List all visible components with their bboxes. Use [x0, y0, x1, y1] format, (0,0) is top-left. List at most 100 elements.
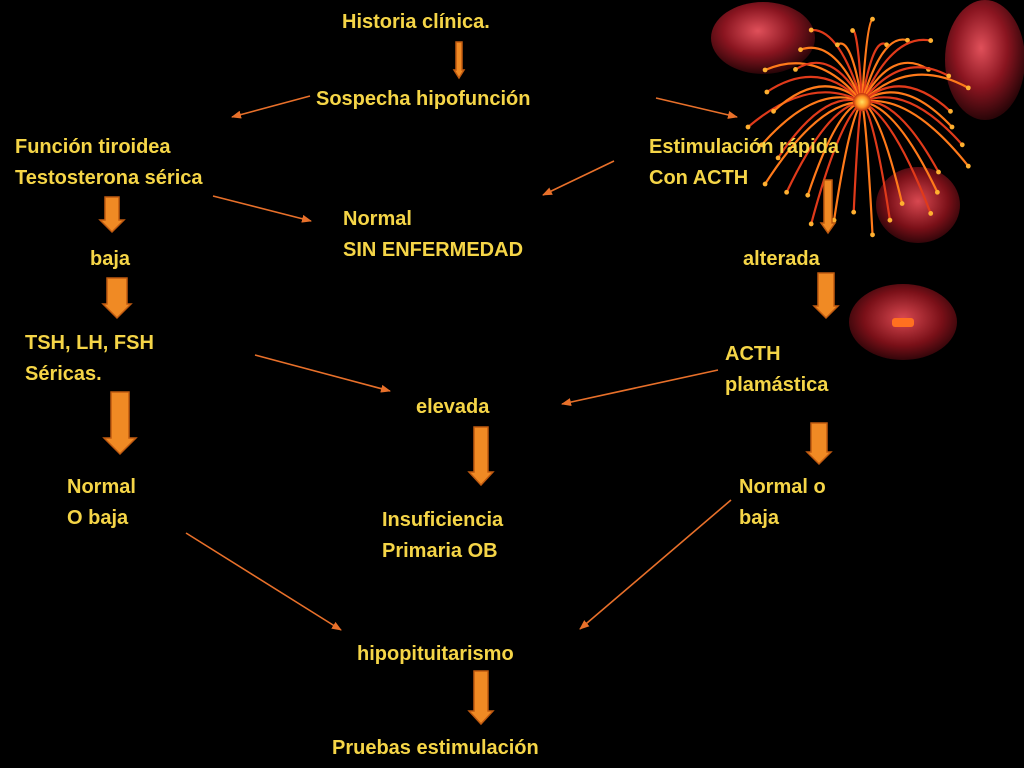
firework-spark [784, 189, 790, 195]
firework-spark [834, 42, 840, 48]
connector-estimulacion-to-normal [542, 160, 615, 196]
node-elevada-text: elevada [416, 396, 490, 418]
firework-spark [965, 85, 971, 91]
firework-ray [860, 38, 932, 104]
firework-ray [763, 62, 864, 104]
orb-lower-glow [892, 318, 914, 327]
node-normal-line2: SIN ENFERMEDAD [343, 239, 524, 261]
firework-spark [870, 16, 875, 22]
firework-spark [831, 217, 837, 223]
node-acth-plasmatica: ACTH plamástica [725, 339, 828, 401]
firework-ray [860, 61, 930, 104]
node-estimulacion-line2: Con ACTH [649, 167, 749, 189]
firework-spark [759, 142, 765, 148]
down-arrow-tsh [102, 391, 138, 456]
connector-sospecha-to-funcion [231, 95, 311, 119]
firework-spark [928, 211, 934, 216]
node-normal-line1: Normal [343, 208, 412, 230]
firework-ray [760, 96, 864, 146]
node-acth-line1: ACTH [725, 343, 781, 365]
connector-tsh-to-elevada [254, 354, 391, 393]
firework-spark [948, 108, 953, 114]
firework-spark [808, 221, 814, 227]
firework-spark [805, 192, 811, 198]
connector-normalobaja-to-hipopituitarismo [185, 532, 342, 631]
node-tsh-lh-fsh: TSH, LH, FSH Séricas. [25, 328, 154, 390]
firework-spark [808, 27, 814, 33]
firework-spark [851, 209, 857, 215]
node-acth-line2: plamástica [725, 374, 829, 396]
node-normal-sin-enfermedad: Normal SIN ENFERMEDAD [343, 204, 523, 266]
node-normal-obaja-line1: Normal [67, 476, 136, 498]
node-sospecha-hipofuncion: Sospecha hipofunción [316, 84, 530, 115]
firework-spark [775, 155, 781, 161]
down-arrow-elevada [467, 426, 495, 487]
node-hipopituitarismo-text: hipopituitarismo [357, 643, 514, 665]
node-insuficiencia-line2: Primaria OB [382, 540, 498, 562]
firework-spark [928, 38, 934, 43]
down-arrow-historia [452, 41, 466, 80]
orb-top-right [945, 0, 1024, 120]
node-historia-text: Historia clínica. [342, 11, 490, 33]
node-tsh-line1: TSH, LH, FSH [25, 332, 154, 354]
orb-top-left [711, 2, 815, 74]
firework-ray [765, 75, 864, 104]
firework-spark [764, 89, 770, 95]
firework-ray [772, 85, 864, 113]
node-insuficiencia-primaria: Insuficiencia Primaria OB [382, 505, 503, 567]
node-normal-o-baja-left: Normal O baja [67, 472, 136, 534]
node-pruebas-text: Pruebas estimulación [332, 737, 539, 759]
connector-sospecha-to-estimulacion [655, 97, 738, 119]
firework-ray [860, 66, 950, 104]
node-baja: baja [90, 244, 130, 275]
node-historia-clinica: Historia clínica. [342, 7, 490, 38]
node-normal-o-baja-right: Normal o baja [739, 472, 826, 534]
connector-funcion-to-normal [212, 195, 312, 223]
firework-spark [905, 37, 910, 43]
down-arrow-acth [805, 422, 833, 466]
firework-spark [745, 124, 751, 130]
node-funcion-line2: Testosterona sérica [15, 167, 203, 189]
node-normal-o-baja-line2: baja [739, 507, 780, 529]
firework-spark [771, 108, 776, 114]
firework-spark [959, 142, 965, 148]
firework-spark [793, 66, 798, 72]
firework-spark [936, 169, 941, 175]
node-baja-text: baja [90, 248, 131, 270]
down-arrow-baja [101, 277, 133, 320]
firework-ray [860, 42, 888, 104]
down-arrow-funcion [98, 196, 126, 234]
node-normal-o-baja-line1: Normal o [739, 476, 826, 498]
node-tsh-line2: Séricas. [25, 363, 102, 385]
node-estimulacion-line1: Estimulación rápida [649, 136, 840, 158]
node-sospecha-text: Sospecha hipofunción [316, 88, 531, 110]
connector-normalobaja-right-to-hipopituitarismo [579, 499, 732, 630]
firework-spark [934, 189, 940, 195]
node-funcion-tiroidea: Función tiroidea Testosterona sérica [15, 132, 203, 194]
firework-ray [860, 85, 952, 113]
firework-spark [762, 181, 768, 187]
firework-spark [949, 124, 955, 130]
firework-spark [798, 47, 803, 53]
node-normal-obaja-line2: O baja [67, 507, 129, 529]
firework-ray [746, 91, 864, 129]
firework-spark [762, 67, 768, 73]
connector-acth-to-elevada [561, 369, 719, 406]
firework-ray [799, 46, 864, 104]
firework-ray [860, 38, 909, 104]
down-arrow-estimulacion [819, 179, 837, 235]
firework-spark [899, 201, 905, 206]
firework-spark [887, 217, 893, 223]
down-arrow-alterada [812, 272, 840, 320]
down-arrow-hipopituitarismo [467, 670, 495, 726]
node-estimulacion-rapida: Estimulación rápida Con ACTH [649, 132, 839, 194]
node-alterada: alterada [743, 244, 820, 275]
firework-ray [836, 42, 864, 104]
firework-ray [860, 96, 964, 146]
firework-spark [946, 73, 952, 79]
node-alterada-text: alterada [743, 248, 820, 270]
firework-spark [870, 232, 875, 238]
node-pruebas-estimulacion: Pruebas estimulación [332, 733, 539, 764]
